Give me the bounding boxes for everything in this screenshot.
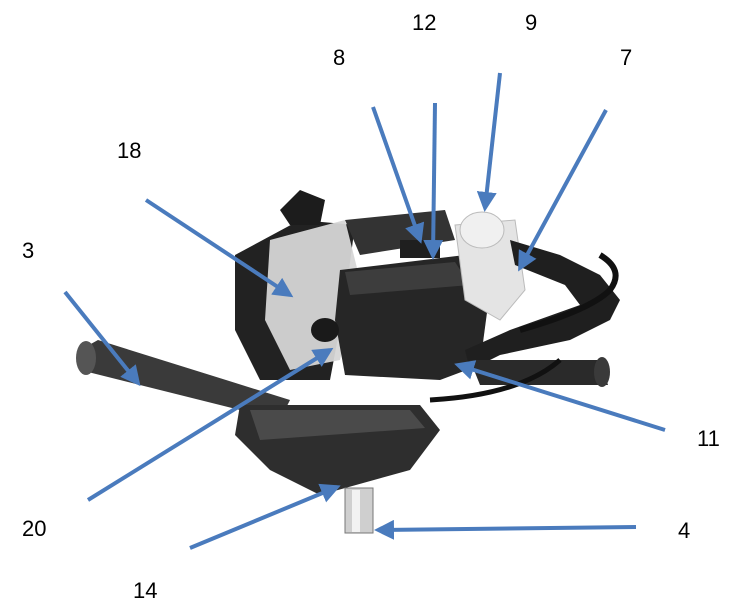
callout-label-12: 12	[412, 10, 437, 35]
arrow-20	[86, 347, 334, 502]
arrow-18	[144, 198, 294, 298]
arrow-7	[518, 109, 608, 272]
callout-label-18: 18	[117, 138, 142, 163]
arrow-14	[189, 483, 341, 550]
arrow-9	[476, 72, 502, 212]
callout-label-7: 7	[620, 45, 633, 70]
arrow-4	[374, 519, 637, 540]
arrow-11	[454, 360, 666, 432]
arrow-12	[423, 102, 444, 260]
callout-label-11: 11	[697, 426, 720, 451]
auger-machine	[76, 190, 620, 534]
callout-arrows	[63, 72, 666, 550]
callout-label-20: 20	[22, 516, 47, 541]
callout-label-14: 14	[133, 578, 158, 603]
callout-label-3: 3	[22, 238, 35, 263]
arrow-3	[63, 290, 141, 387]
right-handle	[465, 240, 620, 370]
callout-label-4: 4	[678, 518, 691, 543]
arrow-8	[371, 106, 425, 244]
fuel-cap	[459, 211, 505, 249]
callout-label-9: 9	[525, 10, 538, 35]
left-handle	[80, 340, 290, 420]
callout-label-8: 8	[333, 45, 346, 70]
